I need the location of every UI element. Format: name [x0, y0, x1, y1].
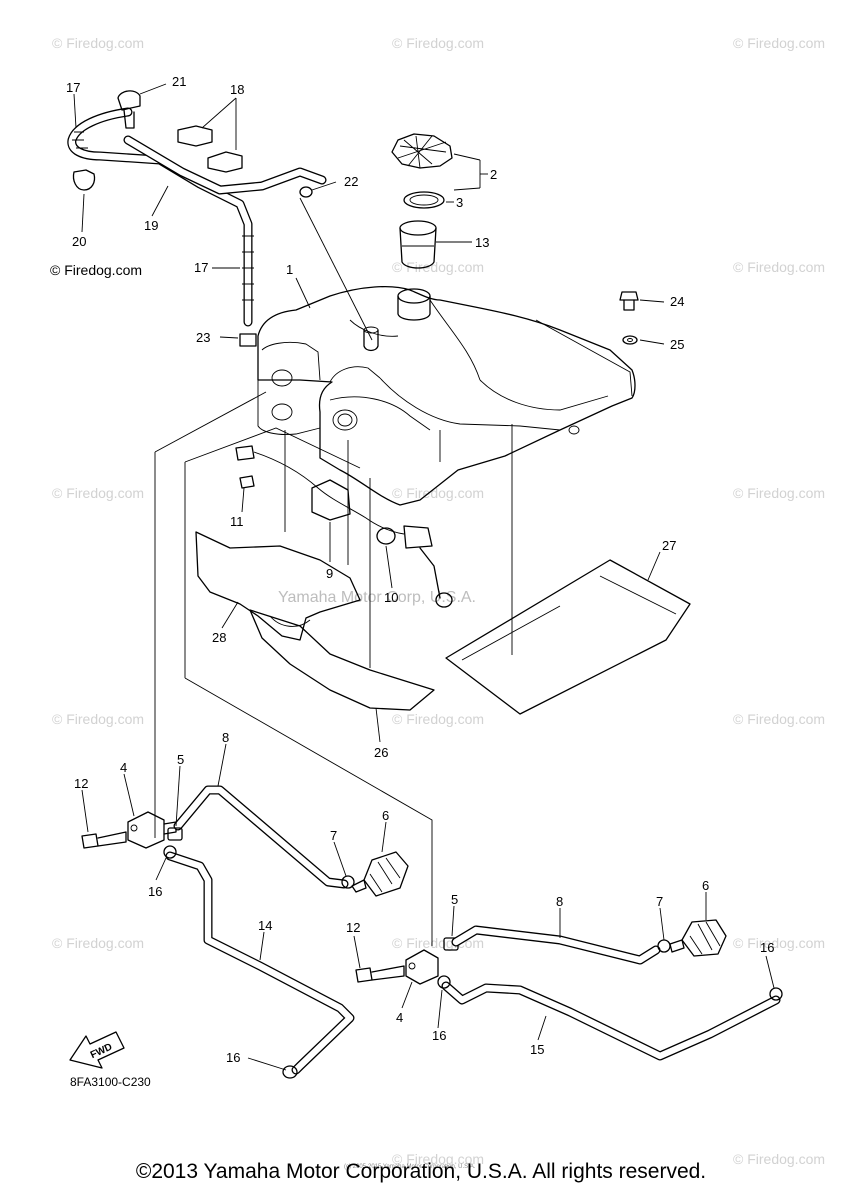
callout-4-left: 4	[120, 760, 127, 775]
fuel-cock-right[interactable]	[405, 949, 439, 985]
screw-11[interactable]	[239, 475, 255, 489]
watermark: © Firedog.com	[733, 935, 825, 951]
hose-14[interactable]	[165, 851, 355, 1075]
plate-26[interactable]	[249, 609, 435, 711]
bolt-12-left[interactable]	[81, 831, 127, 849]
callout-22: 22	[344, 174, 358, 189]
callout-15: 15	[530, 1042, 544, 1057]
callout-9: 9	[326, 566, 333, 581]
clamp-22[interactable]	[299, 186, 313, 198]
watermark: © Firedog.com	[52, 485, 144, 501]
callout-24: 24	[670, 294, 684, 309]
fwd-arrow-icon: FWD	[69, 1031, 125, 1069]
clamp-16-left-upper[interactable]	[163, 845, 177, 859]
callout-1: 1	[286, 262, 293, 277]
connector-lines	[154, 197, 513, 946]
hose-8-right[interactable]	[451, 925, 661, 965]
watermark: © Firedog.com	[392, 35, 484, 51]
callout-18: 18	[230, 82, 244, 97]
clamp-16-left-lower[interactable]	[282, 1065, 298, 1079]
hose-clip-20[interactable]	[72, 169, 96, 191]
hose-clamp-21[interactable]	[117, 90, 141, 129]
diagram-code: 8FA3100-C230	[70, 1075, 151, 1089]
fuel-filter-6-left[interactable]	[351, 851, 409, 897]
callout-16-b: 16	[760, 940, 774, 955]
firedog-label: © Firedog.com	[50, 262, 142, 278]
watermark: © Firedog.com	[733, 711, 825, 727]
hose-8-left[interactable]	[173, 785, 349, 889]
callout-23: 23	[196, 330, 210, 345]
watermark: © Firedog.com	[52, 711, 144, 727]
callout-19: 19	[144, 218, 158, 233]
watermark: © Firedog.com	[392, 1151, 484, 1167]
callout-7-left: 7	[330, 828, 337, 843]
callout-8-right: 8	[556, 894, 563, 909]
hose-holder-18[interactable]	[177, 125, 243, 173]
tiny-footer: (c) 2005-2015 Yamaha Motor Corporation, …	[344, 1164, 476, 1170]
bolt-12-right[interactable]	[355, 965, 405, 983]
hose-15[interactable]	[441, 981, 781, 1061]
watermark: © Firedog.com	[392, 711, 484, 727]
clamp-7-left[interactable]	[341, 875, 355, 889]
callout-16-d: 16	[226, 1050, 240, 1065]
center-watermark: Yamaha Motor Corp, U.S.A.	[278, 589, 476, 606]
watermark-layer: © Firedog.com © Firedog.com © Firedog.co…	[52, 35, 825, 1167]
vent-hoses[interactable]	[67, 107, 327, 327]
copyright-notice: ©2013 Yamaha Motor Corporation, U.S.A. A…	[135, 1160, 707, 1183]
washer-25[interactable]	[622, 335, 638, 345]
watermark: © Firedog.com	[733, 35, 825, 51]
clamp-23[interactable]	[239, 333, 257, 347]
fuel-cap[interactable]	[391, 133, 453, 169]
cap-gasket[interactable]	[403, 191, 445, 209]
callout-17-mid: 17	[194, 260, 208, 275]
watermark: © Firedog.com	[392, 485, 484, 501]
clamp-16-right-a[interactable]	[437, 975, 451, 989]
leader-lines	[73, 83, 775, 1071]
callout-8-left: 8	[222, 730, 229, 745]
callout-3: 3	[456, 195, 463, 210]
watermark: © Firedog.com	[392, 259, 484, 275]
bolt-24[interactable]	[619, 291, 639, 311]
fuel-filter-6-right[interactable]	[669, 919, 727, 957]
callout-14: 14	[258, 918, 272, 933]
callout-26: 26	[374, 745, 388, 760]
callout-21: 21	[172, 74, 186, 89]
watermark: © Firedog.com	[733, 259, 825, 275]
watermark: © Firedog.com	[733, 1151, 825, 1167]
watermark: © Firedog.com	[52, 35, 144, 51]
callout-10: 10	[384, 590, 398, 605]
callout-28: 28	[212, 630, 226, 645]
callout-25: 25	[670, 337, 684, 352]
callout-20: 20	[72, 234, 86, 249]
fuel-tank[interactable]	[257, 285, 636, 506]
callout-12-right: 12	[346, 920, 360, 935]
joint-5-left[interactable]	[167, 827, 183, 841]
clamp-16-right-b[interactable]	[769, 987, 783, 1001]
callout-7-right: 7	[656, 894, 663, 909]
callout-5-right: 5	[451, 892, 458, 907]
callout-27: 27	[662, 538, 676, 553]
callout-16-a: 16	[148, 884, 162, 899]
callout-5-left: 5	[177, 752, 184, 767]
fuel-filler-filter[interactable]	[399, 220, 437, 269]
fuel-sender-unit[interactable]	[235, 445, 453, 608]
callout-12-left: 12	[74, 776, 88, 791]
watermark: © Firedog.com	[52, 935, 144, 951]
watermark: © Firedog.com	[733, 485, 825, 501]
callout-11: 11	[230, 514, 244, 529]
callout-16-c: 16	[432, 1028, 446, 1043]
callout-labels: 2 3 13 1 17 21 18 19 20 22 17 23 24 25 1…	[66, 74, 774, 1065]
callout-17-top: 17	[66, 80, 80, 95]
callout-4-right: 4	[396, 1010, 403, 1025]
clamp-7-right[interactable]	[657, 939, 671, 953]
plate-27[interactable]	[445, 559, 691, 715]
plate-28[interactable]	[195, 531, 361, 641]
fuel-cock-left[interactable]	[127, 811, 177, 849]
callout-2: 2	[490, 167, 497, 182]
callout-6-right: 6	[702, 878, 709, 893]
callout-6-left: 6	[382, 808, 389, 823]
callout-13: 13	[475, 235, 489, 250]
